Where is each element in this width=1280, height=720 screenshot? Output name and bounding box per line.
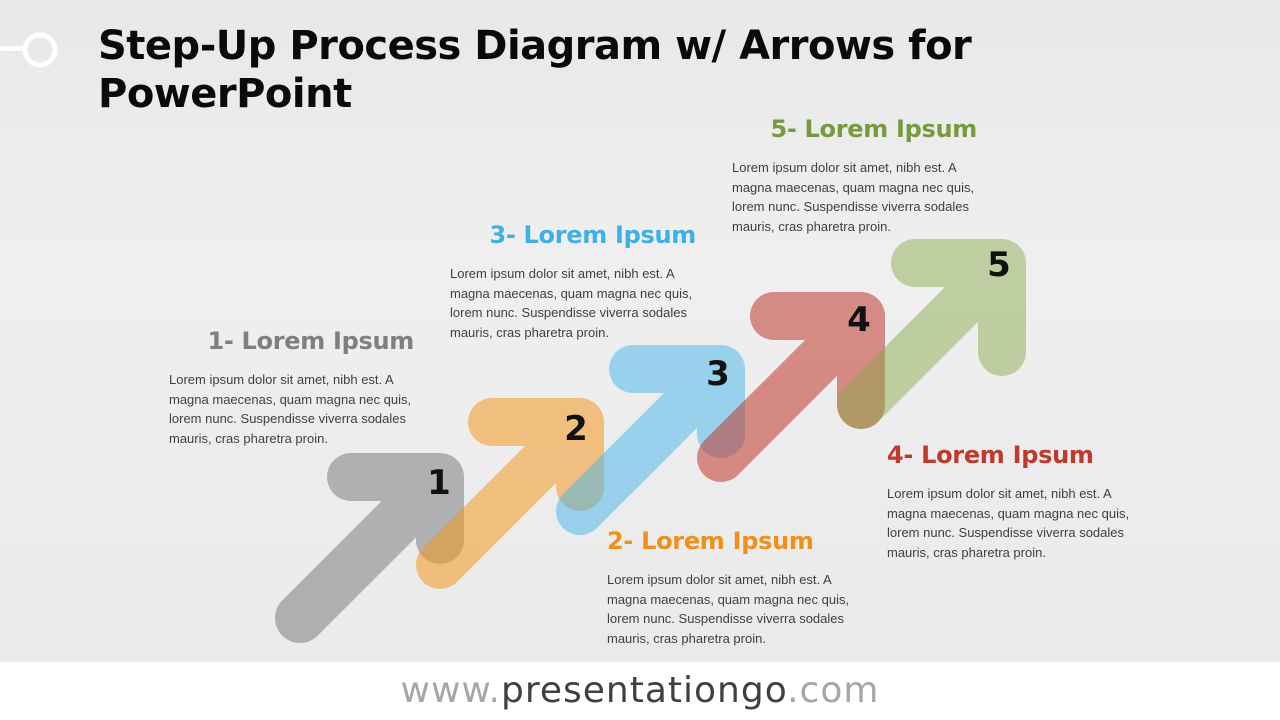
step-5-title: 5- Lorem Ipsum: [770, 115, 977, 143]
step-3-body: Lorem ipsum dolor sit amet, nibh est. A …: [450, 266, 693, 340]
step-3-number: 3: [706, 354, 730, 394]
key-ring-icon: [0, 32, 58, 68]
step-5-arrow: [837, 239, 1026, 429]
step-3-title: 3- Lorem Ipsum: [489, 221, 696, 249]
step-1-arrow: [275, 453, 464, 643]
step-4-title: 4- Lorem Ipsum: [887, 441, 1094, 469]
footer-suffix: .com: [787, 670, 880, 711]
step-1-number: 1: [427, 463, 451, 503]
step-1-title: 1- Lorem Ipsum: [207, 327, 414, 355]
footer-brand: presentationgo: [501, 670, 788, 711]
step-1-body: Lorem ipsum dolor sit amet, nibh est. A …: [169, 372, 412, 446]
step-4-body: Lorem ipsum dolor sit amet, nibh est. A …: [887, 486, 1130, 560]
step-2-number: 2: [564, 409, 588, 449]
footer-website[interactable]: www.presentationgo.com: [0, 662, 1280, 720]
footer-prefix: www.: [400, 670, 501, 711]
step-3-arrow: [556, 345, 745, 535]
step-arrows-diagram: 1 2 3 4 5: [275, 239, 1026, 643]
step-2-arrow: [416, 398, 604, 589]
step-5-number: 5: [987, 245, 1011, 285]
slide: Step-Up Process Diagram w/ Arrows for Po…: [0, 0, 1280, 662]
step-4-number: 4: [847, 300, 871, 340]
step-2-title: 2- Lorem Ipsum: [607, 527, 814, 555]
step-2-body: Lorem ipsum dolor sit amet, nibh est. A …: [607, 572, 850, 646]
page-title: Step-Up Process Diagram w/ Arrows for Po…: [98, 23, 972, 117]
step-5-body: Lorem ipsum dolor sit amet, nibh est. A …: [732, 160, 975, 234]
step-4-arrow: [697, 292, 885, 482]
